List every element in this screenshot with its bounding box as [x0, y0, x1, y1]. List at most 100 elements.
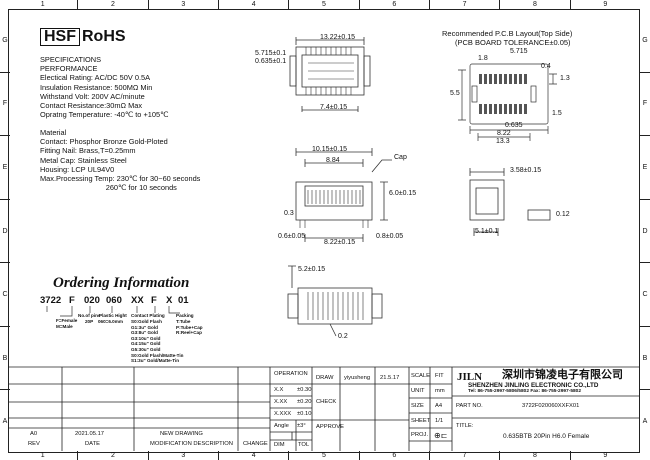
material-heading: Material — [40, 128, 67, 137]
dim-label: 5.2±0.15 — [298, 266, 326, 273]
code-series: 3722 — [40, 295, 62, 306]
row-label: C — [0, 262, 10, 326]
dim-label: 6.0±0.15 — [389, 190, 417, 197]
tol-dim: X.X — [274, 387, 284, 393]
dim-label: 0.3 — [284, 210, 294, 217]
dim-label: 0.8±0.05 — [376, 233, 404, 240]
pcb-dim: 0.4 — [541, 63, 551, 70]
tb-scale-value: FIT — [435, 373, 444, 379]
col-label: 3 — [147, 0, 218, 9]
dim-label: 8.22±0.15 — [324, 239, 356, 246]
row-label: C — [640, 262, 650, 326]
col-label: 9 — [569, 451, 640, 460]
col-label: 6 — [358, 451, 429, 460]
tb-draw: DRAW — [316, 375, 334, 381]
rev-value: A0 — [30, 431, 38, 437]
row-label: E — [0, 135, 10, 199]
code-gender: F — [69, 295, 75, 306]
column-index-top: 1 2 3 4 5 6 7 8 9 — [8, 0, 640, 9]
code-packing: X — [166, 295, 173, 306]
code-suffix: 01 — [178, 295, 189, 306]
dim-label: 10.15±0.15 — [312, 146, 347, 153]
tb-unit: UNIT — [411, 388, 425, 394]
part-no-value: 3722F020060XXFX01 — [522, 403, 580, 409]
height-value: 060=6.0mm — [98, 319, 123, 324]
pcb-dim: 0.635 — [505, 122, 523, 129]
cap-label: Cap — [394, 154, 407, 161]
dim-label: 5.1±0.1 — [475, 228, 499, 235]
row-index-right: G F E D C B A — [640, 9, 650, 453]
tol-value: ±3° — [297, 423, 306, 429]
pcb-title: Recommended P.C.B Layout(Top Side) — [442, 29, 573, 38]
row-label: D — [0, 198, 10, 263]
dim-label: 3.58±0.15 — [510, 167, 542, 174]
date-head: DATE — [85, 441, 101, 447]
top-view-connector — [289, 37, 371, 112]
front-view-connector — [295, 148, 392, 242]
col-label: 3 — [147, 451, 218, 460]
pcb-dim: 1.5 — [552, 110, 562, 117]
projection-symbol-icon: ⊕⊏ — [434, 431, 448, 440]
row-label: B — [640, 325, 650, 390]
code-f: F — [151, 295, 157, 306]
company-name-en: SHENZHEN JINLING ELECTRONIC CO.,LTD — [468, 382, 599, 389]
row-label: A — [640, 389, 650, 453]
tb-scale: SCALE — [411, 373, 431, 379]
dim-label: 7.4±0.15 — [320, 104, 348, 111]
title-value: 0.635BTB 20Pin H6.0 Female — [503, 433, 590, 440]
spec-line: Contact Resistance:30mΩ Max — [40, 101, 143, 111]
material-block: Material Contact: Phosphor Bronze Gold-P… — [40, 128, 200, 192]
rev-head: REV — [28, 441, 40, 447]
pcb-dim: 8.22 — [497, 130, 511, 137]
packing-options: T:Tube P:Tube+Cap R:Reel+Cap — [176, 319, 203, 336]
title-label: TITLE: — [456, 423, 474, 429]
packing-note: Packing — [176, 313, 194, 318]
col-label: 4 — [217, 451, 288, 460]
col-label: 1 — [40, 1, 45, 8]
ordering-title: Ordering Information — [53, 275, 190, 291]
tb-unit-value: mm — [435, 388, 445, 394]
row-label: G — [642, 36, 648, 44]
row-label: E — [640, 135, 650, 199]
tb-size: SIZE — [411, 403, 424, 409]
pins-value: 20P — [85, 319, 94, 324]
col-label: 2 — [77, 451, 147, 460]
pcb-dim: 1.3 — [560, 75, 570, 82]
material-line: Contact: Phosphor Bronze Gold-Ploted — [40, 137, 168, 147]
rev-date: 2021.05.17 — [75, 431, 105, 437]
row-label: F — [0, 71, 10, 136]
col-label: 7 — [428, 451, 499, 460]
flatness-label: 0.12 — [556, 211, 570, 218]
tol-dim: X.XXX — [274, 411, 292, 417]
tol-value: ±0.30 — [297, 387, 312, 393]
pcb-dim: 5.5 — [450, 90, 460, 97]
material-line: Fitting Nail: Brass,T=0.25mm — [40, 146, 136, 156]
tb-dim: DIM — [274, 442, 285, 448]
rev-description: NEW DRAWING — [160, 431, 203, 437]
desc-head: MODIFICATION DESCRIPTION — [150, 441, 233, 447]
company-contact: Tel: 86-755-2997-5806/5802 Fax: 86-755-2… — [468, 389, 581, 394]
spec-line: Withstand Volt: 200V AC/minute — [40, 91, 145, 101]
tb-tol: TOL — [298, 442, 310, 448]
gender-note: F=Female M=Male — [56, 318, 78, 329]
spec-heading: PERFORMANCE — [40, 64, 98, 74]
plating-options: S0:Gold Flash G1:3u" Gold G3:8u" Gold G3… — [131, 319, 184, 364]
sheet-frame — [8, 9, 640, 453]
col-label: 5 — [288, 451, 358, 460]
title-block-lines — [8, 366, 640, 451]
col-label: 2 — [77, 0, 147, 9]
tol-value: ±0.20 — [297, 399, 312, 405]
pcb-dim: 13.3 — [496, 138, 510, 145]
spec-line: Insulation Resistance: 500MΩ Min — [40, 82, 153, 92]
material-line: Metal Cap: Stainless Steel — [40, 155, 127, 165]
change-head: CHANGE — [243, 441, 268, 447]
dim-label: 5.715±0.1 — [255, 50, 287, 57]
tb-draw-date: 21.5.17 — [380, 375, 400, 381]
tol-dim: Angle — [274, 423, 289, 429]
dim-label: 0.6±0.05 — [278, 233, 306, 240]
row-label: A — [0, 389, 10, 453]
col-label: 8 — [499, 451, 569, 460]
code-height: 060 — [106, 295, 122, 306]
row-index-left: G F E D C B A — [0, 9, 10, 453]
